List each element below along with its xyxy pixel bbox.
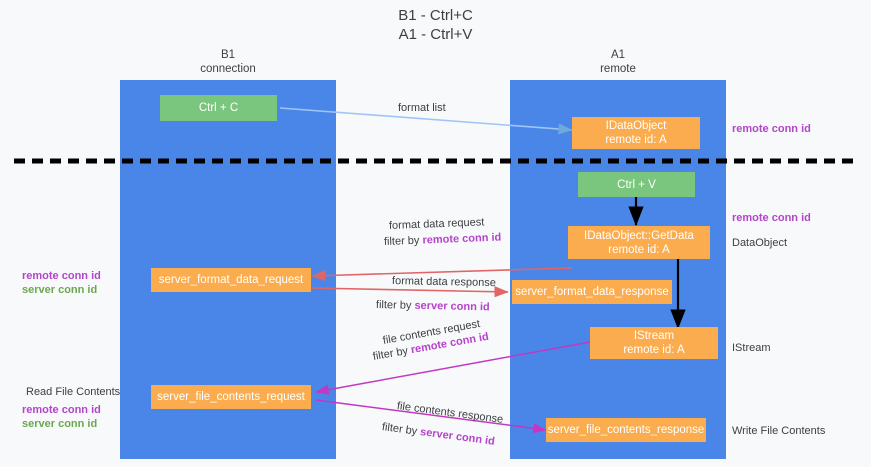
annotation-remote-conn-id-top: remote conn id [732,123,811,135]
edge-format-data-response [311,286,509,298]
column-header-a1: A1 remote [600,49,636,75]
annotation-left-remote-conn-id-bottom: remote conn id [22,404,101,416]
diagram-title: B1 - Ctrl+C A1 - Ctrl+V [398,7,473,43]
edge-label-format-data-response: format data response [391,275,497,290]
annotation-istream: IStream [732,342,771,354]
node-idataobject-getdata[interactable]: IDataObject::GetData remote id: A [568,226,710,259]
annotation-left-server-conn-id-mid: server conn id [22,284,98,296]
annotation-remote-conn-id-mid: remote conn id [732,212,811,224]
filter-prefix: filter by [383,234,423,248]
edge-label-format-data-response-filter: filter by server conn id [376,298,490,314]
edge-file-contents-response [315,399,547,434]
node-ctrl-v[interactable]: Ctrl + V [578,172,695,197]
filter-key: remote conn id [422,231,502,247]
filter-prefix: filter by [375,299,415,312]
edge-label-format-list: format list [398,102,446,114]
node-istream[interactable]: IStream remote id: A [590,327,718,359]
annotation-read-file-contents: Read File Contents [26,386,121,398]
annotation-left-remote-conn-id-mid: remote conn id [22,270,101,282]
node-server-file-contents-response[interactable]: server_file_contents_response [546,418,706,442]
edge-format-list [279,107,573,135]
annotation-write-file-contents: Write File Contents [732,425,826,437]
filter-key: server conn id [414,299,490,314]
edge-file-contents-request [315,341,591,395]
column-header-b1: B1 connection [200,49,256,75]
node-server-format-data-request[interactable]: server_format_data_request [151,268,311,292]
annotation-dataobject: DataObject [732,237,788,249]
node-ctrl-c[interactable]: Ctrl + C [160,95,277,121]
edge-format-data-request [311,267,573,282]
node-server-format-data-response[interactable]: server_format_data_response [512,280,672,304]
node-server-file-contents-request[interactable]: server_file_contents_request [151,385,311,409]
annotation-left-server-conn-id-bottom: server conn id [22,418,98,430]
node-idataobject[interactable]: IDataObject remote id: A [572,117,700,149]
